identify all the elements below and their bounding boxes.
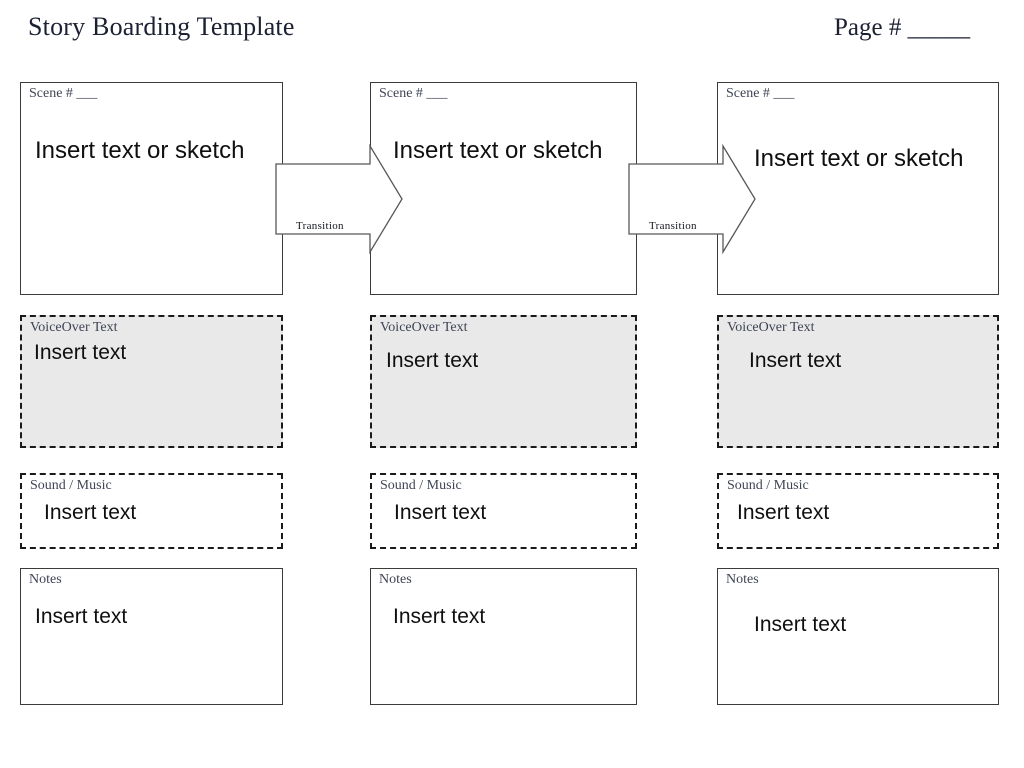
voiceover-placeholder-2[interactable]: Insert text (386, 349, 479, 372)
voiceover-label-2: VoiceOver Text (380, 320, 468, 335)
scene-placeholder-3[interactable]: Insert text or sketch (754, 145, 964, 172)
notes-placeholder-2[interactable]: Insert text (393, 605, 486, 628)
voiceover-placeholder-1[interactable]: Insert text (34, 341, 127, 364)
notes-box-1[interactable]: Notes Insert text (20, 568, 283, 705)
transition-arrow-shape-1 (275, 143, 403, 255)
voiceover-box-2[interactable]: VoiceOver Text Insert text (370, 315, 637, 448)
sound-music-box-3[interactable]: Sound / Music Insert text (717, 473, 999, 549)
scene-placeholder-1[interactable]: Insert text or sketch (35, 137, 245, 164)
page-title: Story Boarding Template (28, 12, 295, 41)
notes-box-2[interactable]: Notes Insert text (370, 568, 637, 705)
notes-placeholder-3[interactable]: Insert text (754, 613, 847, 636)
scene-placeholder-2[interactable]: Insert text or sketch (393, 137, 603, 164)
transition-arrow-2[interactable]: Transition (628, 143, 756, 255)
voiceover-label-1: VoiceOver Text (30, 320, 118, 335)
sound-music-placeholder-2[interactable]: Insert text (394, 501, 487, 524)
scene-label-3: Scene # ___ (726, 86, 795, 101)
sound-music-box-2[interactable]: Sound / Music Insert text (370, 473, 637, 549)
sound-music-placeholder-3[interactable]: Insert text (737, 501, 830, 524)
scene-label-2: Scene # ___ (379, 86, 448, 101)
transition-arrow-shape-2 (628, 143, 756, 255)
sound-music-label-1: Sound / Music (30, 478, 112, 493)
notes-label-3: Notes (726, 572, 759, 587)
voiceover-box-1[interactable]: VoiceOver Text Insert text (20, 315, 283, 448)
scene-box-1[interactable]: Scene # ___ Insert text or sketch (20, 82, 283, 295)
voiceover-label-3: VoiceOver Text (727, 320, 815, 335)
transition-caption-2: Transition (649, 220, 697, 232)
sound-music-box-1[interactable]: Sound / Music Insert text (20, 473, 283, 549)
notes-placeholder-1[interactable]: Insert text (35, 605, 128, 628)
transition-arrow-1[interactable]: Transition (275, 143, 403, 255)
notes-box-3[interactable]: Notes Insert text (717, 568, 999, 705)
transition-caption-1: Transition (296, 220, 344, 232)
scene-box-3[interactable]: Scene # ___ Insert text or sketch (717, 82, 999, 295)
sound-music-placeholder-1[interactable]: Insert text (44, 501, 137, 524)
page-number-field[interactable]: Page # _____ (834, 14, 971, 41)
voiceover-box-3[interactable]: VoiceOver Text Insert text (717, 315, 999, 448)
scene-box-2[interactable]: Scene # ___ Insert text or sketch (370, 82, 637, 295)
notes-label-2: Notes (379, 572, 412, 587)
notes-label-1: Notes (29, 572, 62, 587)
sound-music-label-2: Sound / Music (380, 478, 462, 493)
scene-label-1: Scene # ___ (29, 86, 98, 101)
voiceover-placeholder-3[interactable]: Insert text (749, 349, 842, 372)
sound-music-label-3: Sound / Music (727, 478, 809, 493)
